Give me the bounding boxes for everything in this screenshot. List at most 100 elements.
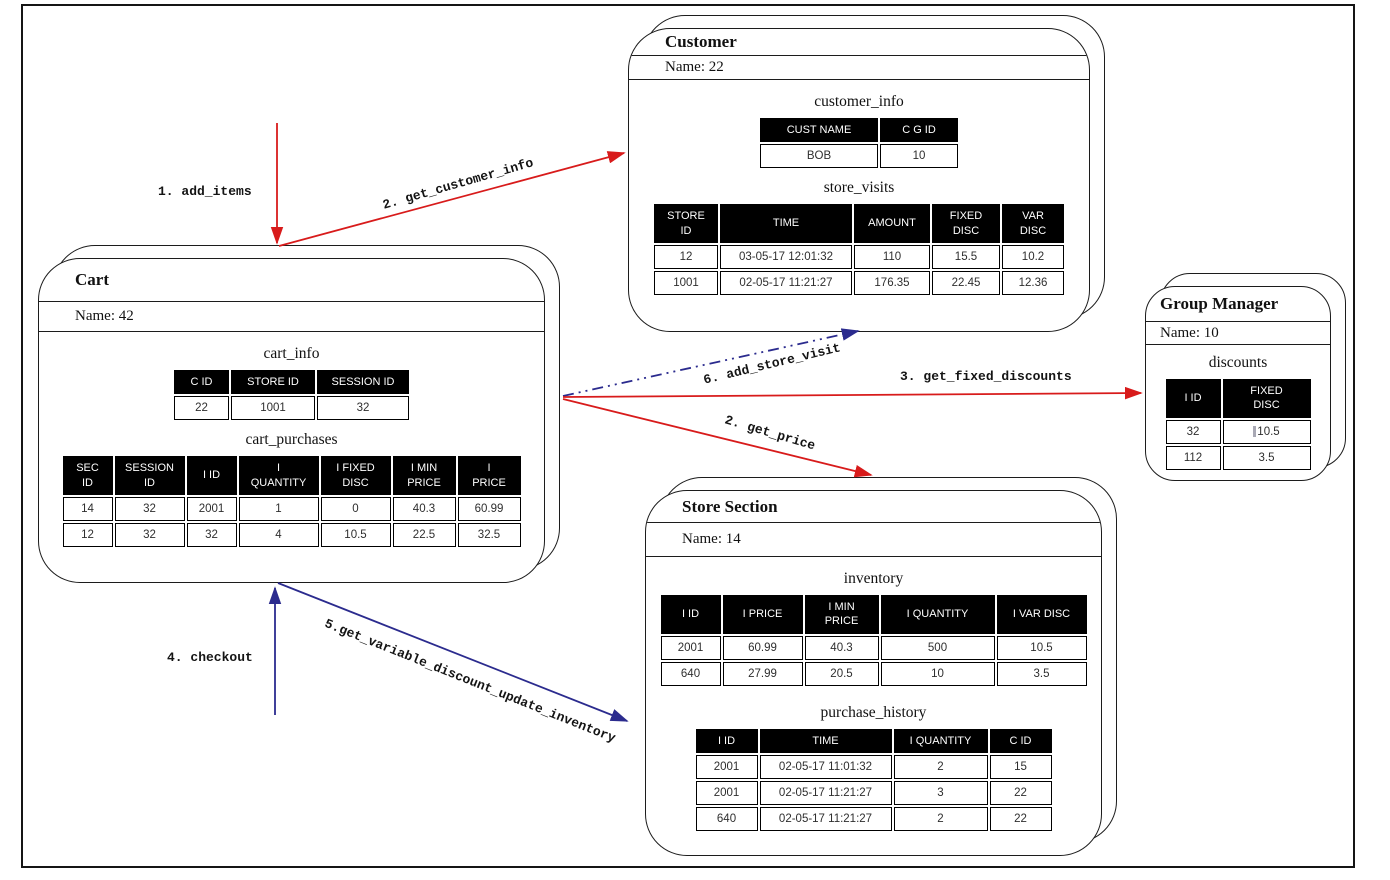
column-header: C G ID: [880, 118, 958, 143]
table-cell: 32.5: [457, 522, 521, 547]
cart-title: Cart: [39, 259, 544, 302]
table-cell: 02-05-17 11:21:27: [720, 270, 852, 295]
table-cell: 32: [114, 496, 185, 521]
column-header: C ID: [989, 728, 1052, 753]
column-header: AMOUNT: [854, 204, 930, 243]
column-header: FIXED DISC: [1222, 379, 1311, 418]
table-cell: 32: [186, 522, 237, 547]
customer-card: Customer Name: 22 customer_info CUST NAM…: [628, 28, 1090, 332]
column-header: I PRICE: [457, 456, 521, 495]
table-cell: 14: [62, 496, 113, 521]
store-section-name: Name: 14: [646, 523, 1101, 557]
column-header: I ID: [660, 595, 721, 634]
column-header: SESSION ID: [114, 456, 185, 495]
table-cell: 10.5: [996, 635, 1087, 660]
table-cell: 02-05-17 11:01:32: [759, 754, 892, 779]
column-header: I QUANTITY: [893, 728, 988, 753]
cart-name: Name: 42: [39, 302, 544, 332]
table-cell: 2001: [186, 496, 237, 521]
column-header: C ID: [174, 370, 229, 395]
table-cell: 03-05-17 12:01:32: [720, 244, 852, 269]
table-cell: 12: [62, 522, 113, 547]
table-cell: 1001: [654, 270, 718, 295]
label-add-items: 1. add_items: [158, 184, 252, 199]
table-cell: 4: [238, 522, 319, 547]
table-cell: 40.3: [392, 496, 456, 521]
column-header: FIXED DISC: [932, 204, 1000, 243]
table-cell: 22.5: [392, 522, 456, 547]
table-cell: 112: [1165, 445, 1221, 470]
column-header: TIME: [720, 204, 852, 243]
table-cell: 20.5: [804, 661, 879, 686]
store-section-title: Store Section: [646, 491, 1101, 523]
table-cell: 02-05-17 11:21:27: [759, 780, 892, 805]
column-header: I ID: [1165, 379, 1221, 418]
column-header: I QUANTITY: [238, 456, 319, 495]
table-cell: 0: [320, 496, 391, 521]
table-cell: BOB: [760, 144, 878, 169]
customer-name: Name: 22: [629, 56, 1089, 80]
customer-title: Customer: [629, 29, 1089, 56]
group-manager-name: Name: 10: [1146, 322, 1330, 345]
label-checkout: 4. checkout: [167, 650, 253, 665]
column-header: TIME: [759, 728, 892, 753]
table-cell: 2001: [695, 780, 758, 805]
column-header: I PRICE: [722, 595, 803, 634]
column-header: I MIN PRICE: [392, 456, 456, 495]
table-cell: 15: [989, 754, 1052, 779]
table-cell: 22: [174, 396, 229, 421]
table-cell: 3: [893, 780, 988, 805]
table-cell: 60.99: [722, 635, 803, 660]
table-cell: 500: [880, 635, 995, 660]
cart-purchases-caption: cart_purchases: [245, 431, 338, 449]
table-cell: 02-05-17 11:21:27: [759, 806, 892, 831]
column-header: I ID: [695, 728, 758, 753]
table-cell: 2001: [660, 635, 721, 660]
entity-customer: Customer Name: 22 customer_info CUST NAM…: [628, 15, 1105, 332]
column-header: SESSION ID: [317, 370, 409, 395]
cart-info-caption: cart_info: [263, 345, 320, 362]
table-cell: 60.99: [457, 496, 521, 521]
table-cell: 2: [893, 806, 988, 831]
column-header: SEC ID: [62, 456, 113, 495]
table-cell: 640: [695, 806, 758, 831]
table-cell: 176.35: [854, 270, 930, 295]
table-cell: 32: [114, 522, 185, 547]
table-cell: 10.2: [1002, 244, 1064, 269]
table-cell: 10.5: [320, 522, 391, 547]
group-manager-title: Group Manager: [1146, 287, 1330, 322]
table-cell: 10: [880, 661, 995, 686]
column-header: CUST NAME: [760, 118, 878, 143]
table-cell: 3.5: [1222, 445, 1311, 470]
table-cell: 12: [654, 244, 718, 269]
column-header: I VAR DISC: [996, 595, 1087, 634]
table-cell: 15.5: [932, 244, 1000, 269]
